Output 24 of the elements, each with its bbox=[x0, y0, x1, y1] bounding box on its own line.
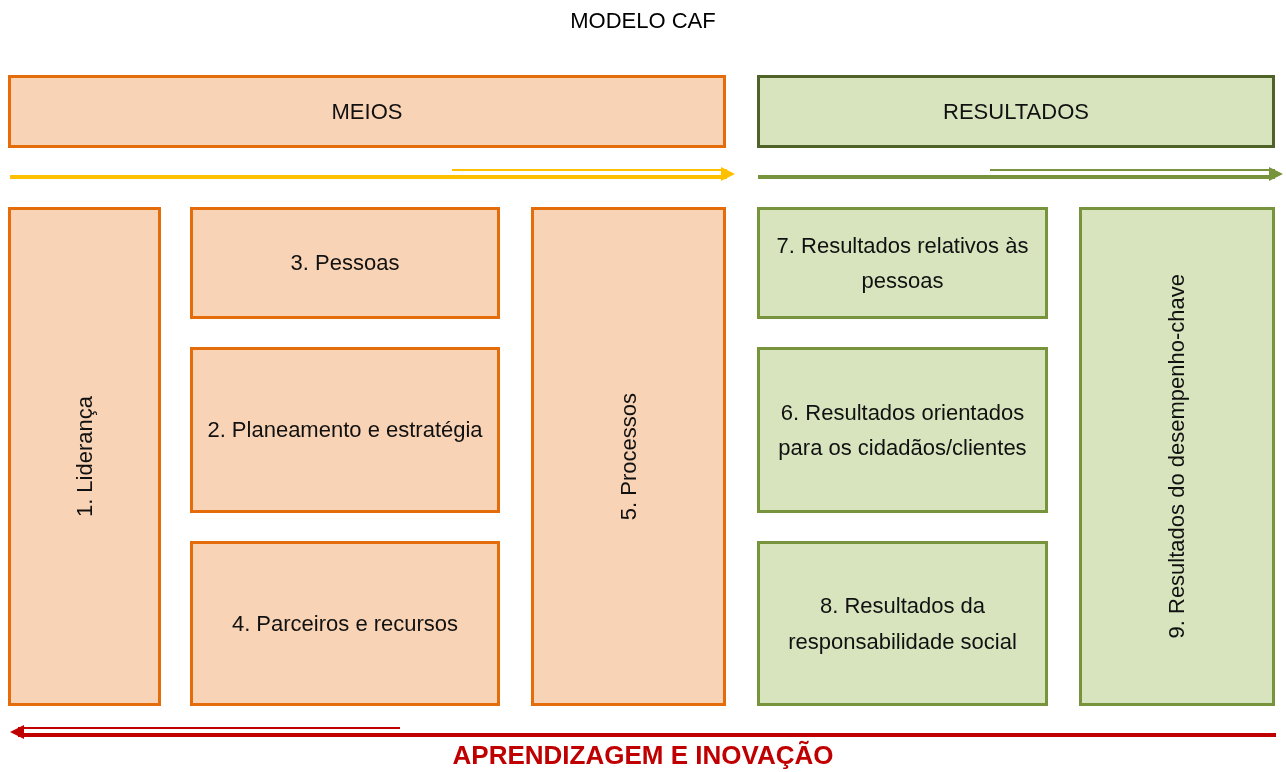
criterion-label: 6. Resultados orientados para os cidadãos/clientes bbox=[777, 398, 1028, 462]
criterion-label: 9. Resultados do desempenho-chave bbox=[1163, 274, 1191, 639]
header-label: RESULTADOS bbox=[943, 97, 1089, 126]
header-box bbox=[8, 75, 726, 148]
criterion-box bbox=[757, 347, 1048, 513]
criterion-label: 1. Liderança bbox=[70, 395, 98, 518]
criterion-box bbox=[190, 347, 500, 513]
criterion-label: 7. Resultados relativos às pessoas bbox=[775, 231, 1030, 295]
diagram-title: MODELO CAF bbox=[569, 8, 717, 34]
criterion-label: 4. Parceiros e recursos bbox=[231, 609, 459, 638]
criterion-label: 3. Pessoas bbox=[290, 249, 400, 278]
criterion-box bbox=[757, 207, 1048, 319]
header-box bbox=[757, 75, 1275, 148]
header-label: MEIOS bbox=[331, 97, 403, 126]
criterion-box bbox=[531, 207, 726, 706]
criterion-box bbox=[757, 541, 1048, 706]
footer-label: APRENDIZAGEM E INOVAÇÃO bbox=[451, 740, 835, 771]
criterion-box bbox=[8, 207, 161, 706]
criterion-box bbox=[190, 207, 500, 319]
criterion-box bbox=[190, 541, 500, 706]
criterion-label: 5. Processos bbox=[614, 392, 642, 521]
criterion-label: 8. Resultados da responsabilidade social bbox=[787, 592, 1018, 656]
criterion-box bbox=[1079, 207, 1275, 706]
criterion-label: 2. Planeamento e estratégia bbox=[207, 416, 483, 445]
